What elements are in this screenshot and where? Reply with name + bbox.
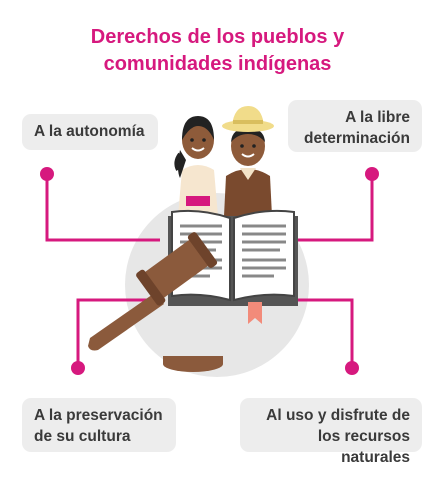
title-line-1: Derechos de los pueblos y xyxy=(90,26,345,48)
right-self-determination-box: A la libre determinación xyxy=(288,100,422,152)
right-autonomy-label: A la autonomía xyxy=(34,123,145,140)
page-title: Derechos de los pueblos y comunidades in… xyxy=(0,24,435,78)
connector-bottom-left xyxy=(76,298,150,368)
title-line-2: comunidades indígenas xyxy=(103,53,332,75)
connector-lines xyxy=(45,174,374,368)
right-natural-resources-line-2: los recursos naturales xyxy=(317,428,410,466)
connector-top-right xyxy=(278,174,374,242)
right-culture-preservation-line-2: de su cultura xyxy=(34,428,131,445)
dot-bottom-right xyxy=(345,361,359,375)
dot-top-right xyxy=(365,167,379,181)
right-self-determination-line-2: determinación xyxy=(304,130,410,147)
right-natural-resources-box: Al uso y disfrute de los recursos natura… xyxy=(240,398,422,466)
right-natural-resources-line-1: Al uso y disfrute de xyxy=(266,407,410,424)
connector-bottom-right xyxy=(292,298,354,368)
right-self-determination-line-1: A la libre xyxy=(345,109,410,126)
bookmark-icon xyxy=(248,302,262,324)
dot-bottom-left xyxy=(71,361,85,375)
right-culture-preservation-box: A la preservación de su cultura xyxy=(22,398,176,452)
connector-dots xyxy=(40,167,379,375)
gavel-icon xyxy=(88,232,223,372)
dot-top-left xyxy=(40,167,54,181)
connector-top-left xyxy=(45,174,160,242)
right-autonomy-box: A la autonomía xyxy=(22,114,158,150)
right-culture-preservation-line-1: A la preservación xyxy=(34,407,163,424)
woman-figure-icon xyxy=(174,116,218,216)
open-book-icon xyxy=(168,209,298,306)
man-with-hat-icon xyxy=(222,106,274,216)
